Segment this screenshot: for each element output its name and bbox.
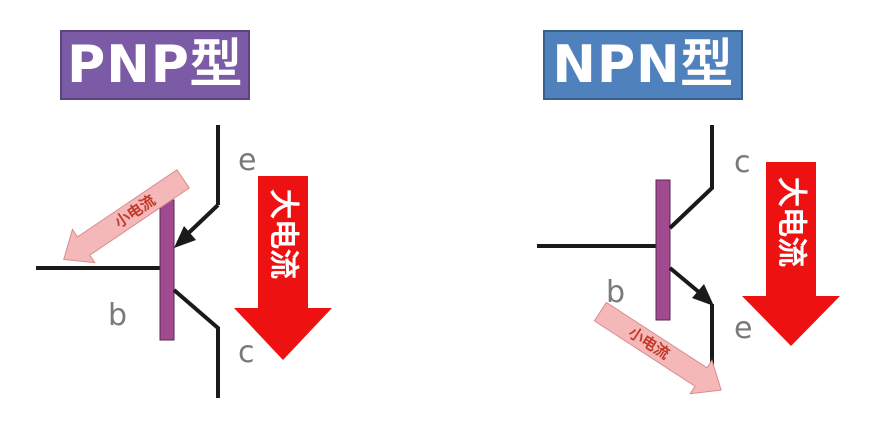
pnp-collector-lead [172, 288, 220, 398]
pnp-title: PNP型 [60, 30, 250, 100]
pnp-large-current-arrow [234, 176, 332, 360]
npn-emitter-arrowhead [692, 284, 714, 306]
pnp-base-bar [159, 199, 175, 341]
npn-symbol: c b e 大电流 小电流 [537, 125, 840, 395]
npn-large-current-arrow [742, 162, 840, 346]
npn-collector-lead [668, 125, 714, 230]
pnp-small-current-arrow [63, 169, 190, 264]
npn-emitter-label: e [734, 311, 752, 346]
pnp-emitter-label: e [238, 143, 256, 178]
npn-base-label: b [606, 275, 625, 310]
npn-title: NPN型 [543, 30, 743, 100]
pnp-emitter-arrowhead [174, 226, 196, 248]
npn-base-bar [655, 179, 671, 321]
pnp-large-current-label: 大电流 [266, 189, 301, 279]
pnp-collector-label: c [238, 335, 255, 370]
npn-small-current-arrow [593, 301, 722, 395]
pnp-symbol: e b c 大电流 小电流 [36, 125, 332, 398]
pnp-base-label: b [108, 298, 127, 333]
npn-large-current-label: 大电流 [774, 177, 809, 267]
npn-collector-label: c [734, 145, 751, 180]
